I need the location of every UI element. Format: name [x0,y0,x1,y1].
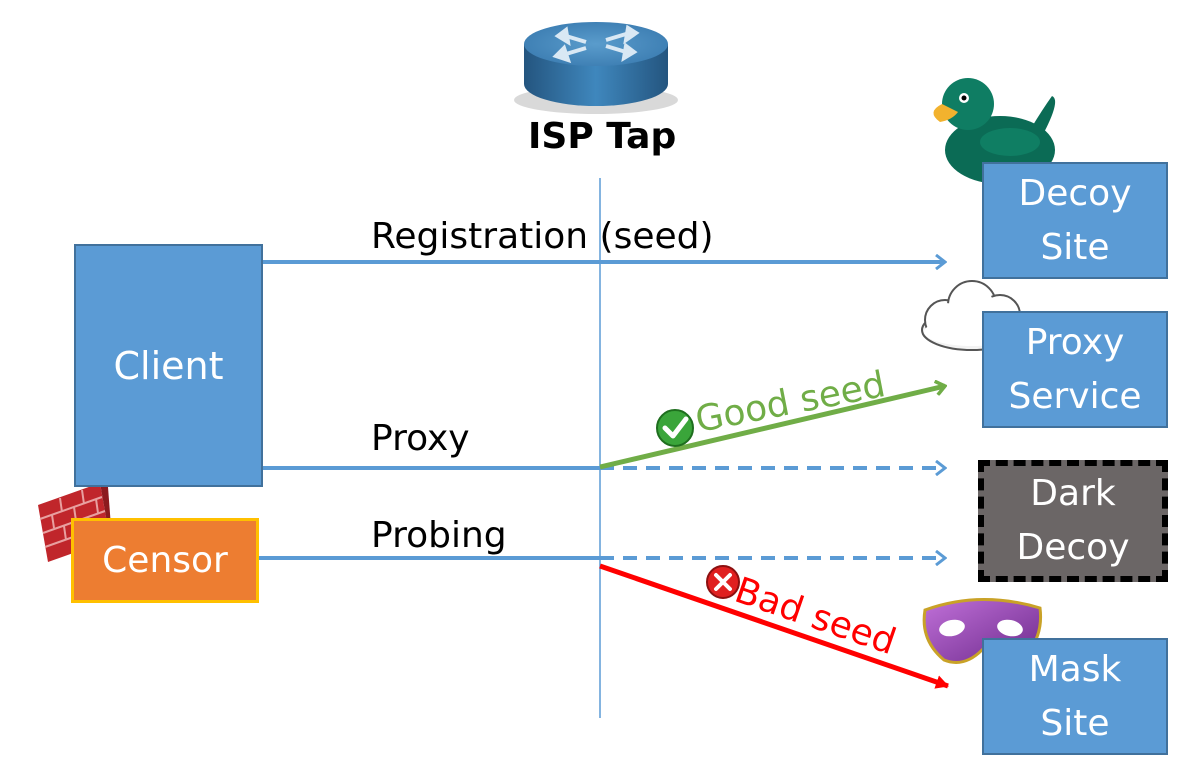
probing-label: Probing [371,515,507,556]
censor-box: Censor [71,518,259,603]
dark-decoy-label: Dark Decoy [1016,473,1130,568]
router-icon [514,22,678,114]
client-box: Client [74,244,263,487]
check-icon [656,409,694,447]
proxy-flow-label: Proxy [371,418,470,459]
registration-label: Registration (seed) [371,216,714,257]
dark-decoy-box: Dark Decoy [978,460,1168,582]
proxy-service-box: Proxy Service [982,311,1168,428]
cross-icon [706,565,740,599]
bad-seed-arrow [599,563,949,689]
isp-tap-label: ISP Tap [528,116,677,157]
mask-site-box: Mask Site [982,638,1168,755]
proxy-service-label: Proxy Service [1008,321,1142,417]
decoy-site-box: Decoy Site [982,162,1168,279]
censor-label: Censor [102,540,228,581]
good-seed-arrow [599,386,945,470]
decoy-site-label: Decoy Site [1018,172,1132,268]
mask-site-label: Mask Site [1028,648,1122,744]
client-label: Client [113,343,224,388]
